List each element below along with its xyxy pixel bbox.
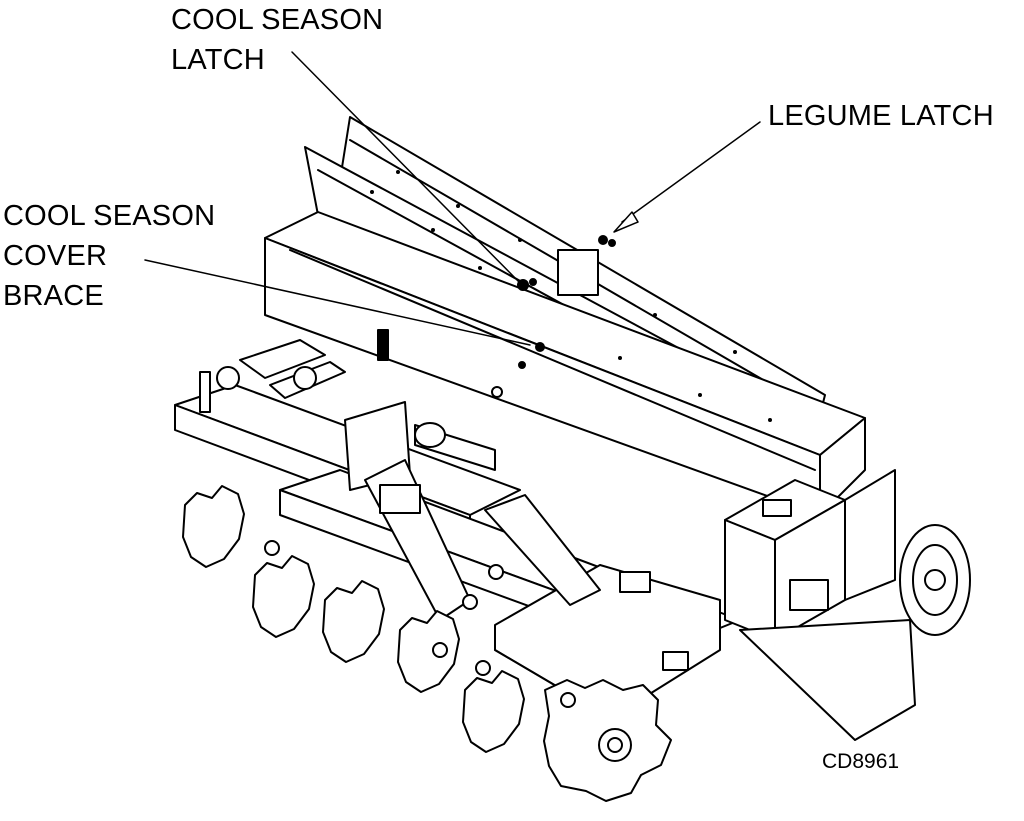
callout-cool-season-latch: COOL SEASON LATCH [171, 0, 383, 80]
leader-cover-brace [144, 259, 531, 346]
coulter-discs [182, 485, 672, 802]
callout-cool-season-cover-brace: COOL SEASON COVER BRACE [3, 196, 215, 316]
callout-cool-season-latch-line2: LATCH [171, 44, 265, 76]
callout-cover-brace-line2: COVER [3, 240, 108, 272]
lid-rivets [370, 170, 772, 422]
figure-id: CD8961 [822, 750, 900, 773]
frame-bolts [264, 540, 576, 708]
latch-hardware [377, 235, 616, 369]
leader-legume-latch-arrowhead [613, 211, 639, 233]
leader-cool-season-latch [291, 51, 521, 284]
leader-lines [144, 51, 761, 346]
callout-legume-latch: LEGUME LATCH [768, 96, 994, 136]
callout-cover-brace-line3: BRACE [3, 280, 104, 312]
hitch-assembly [199, 339, 601, 621]
callout-cool-season-latch-line1: COOL SEASON [171, 4, 384, 36]
callout-cover-brace-line1: COOL SEASON [3, 200, 216, 232]
callout-legume-latch-text: LEGUME LATCH [768, 100, 994, 132]
leader-legume-latch [621, 121, 761, 223]
seed-box [264, 211, 866, 516]
meter-housing [724, 469, 916, 741]
drive-wheel [899, 524, 971, 636]
